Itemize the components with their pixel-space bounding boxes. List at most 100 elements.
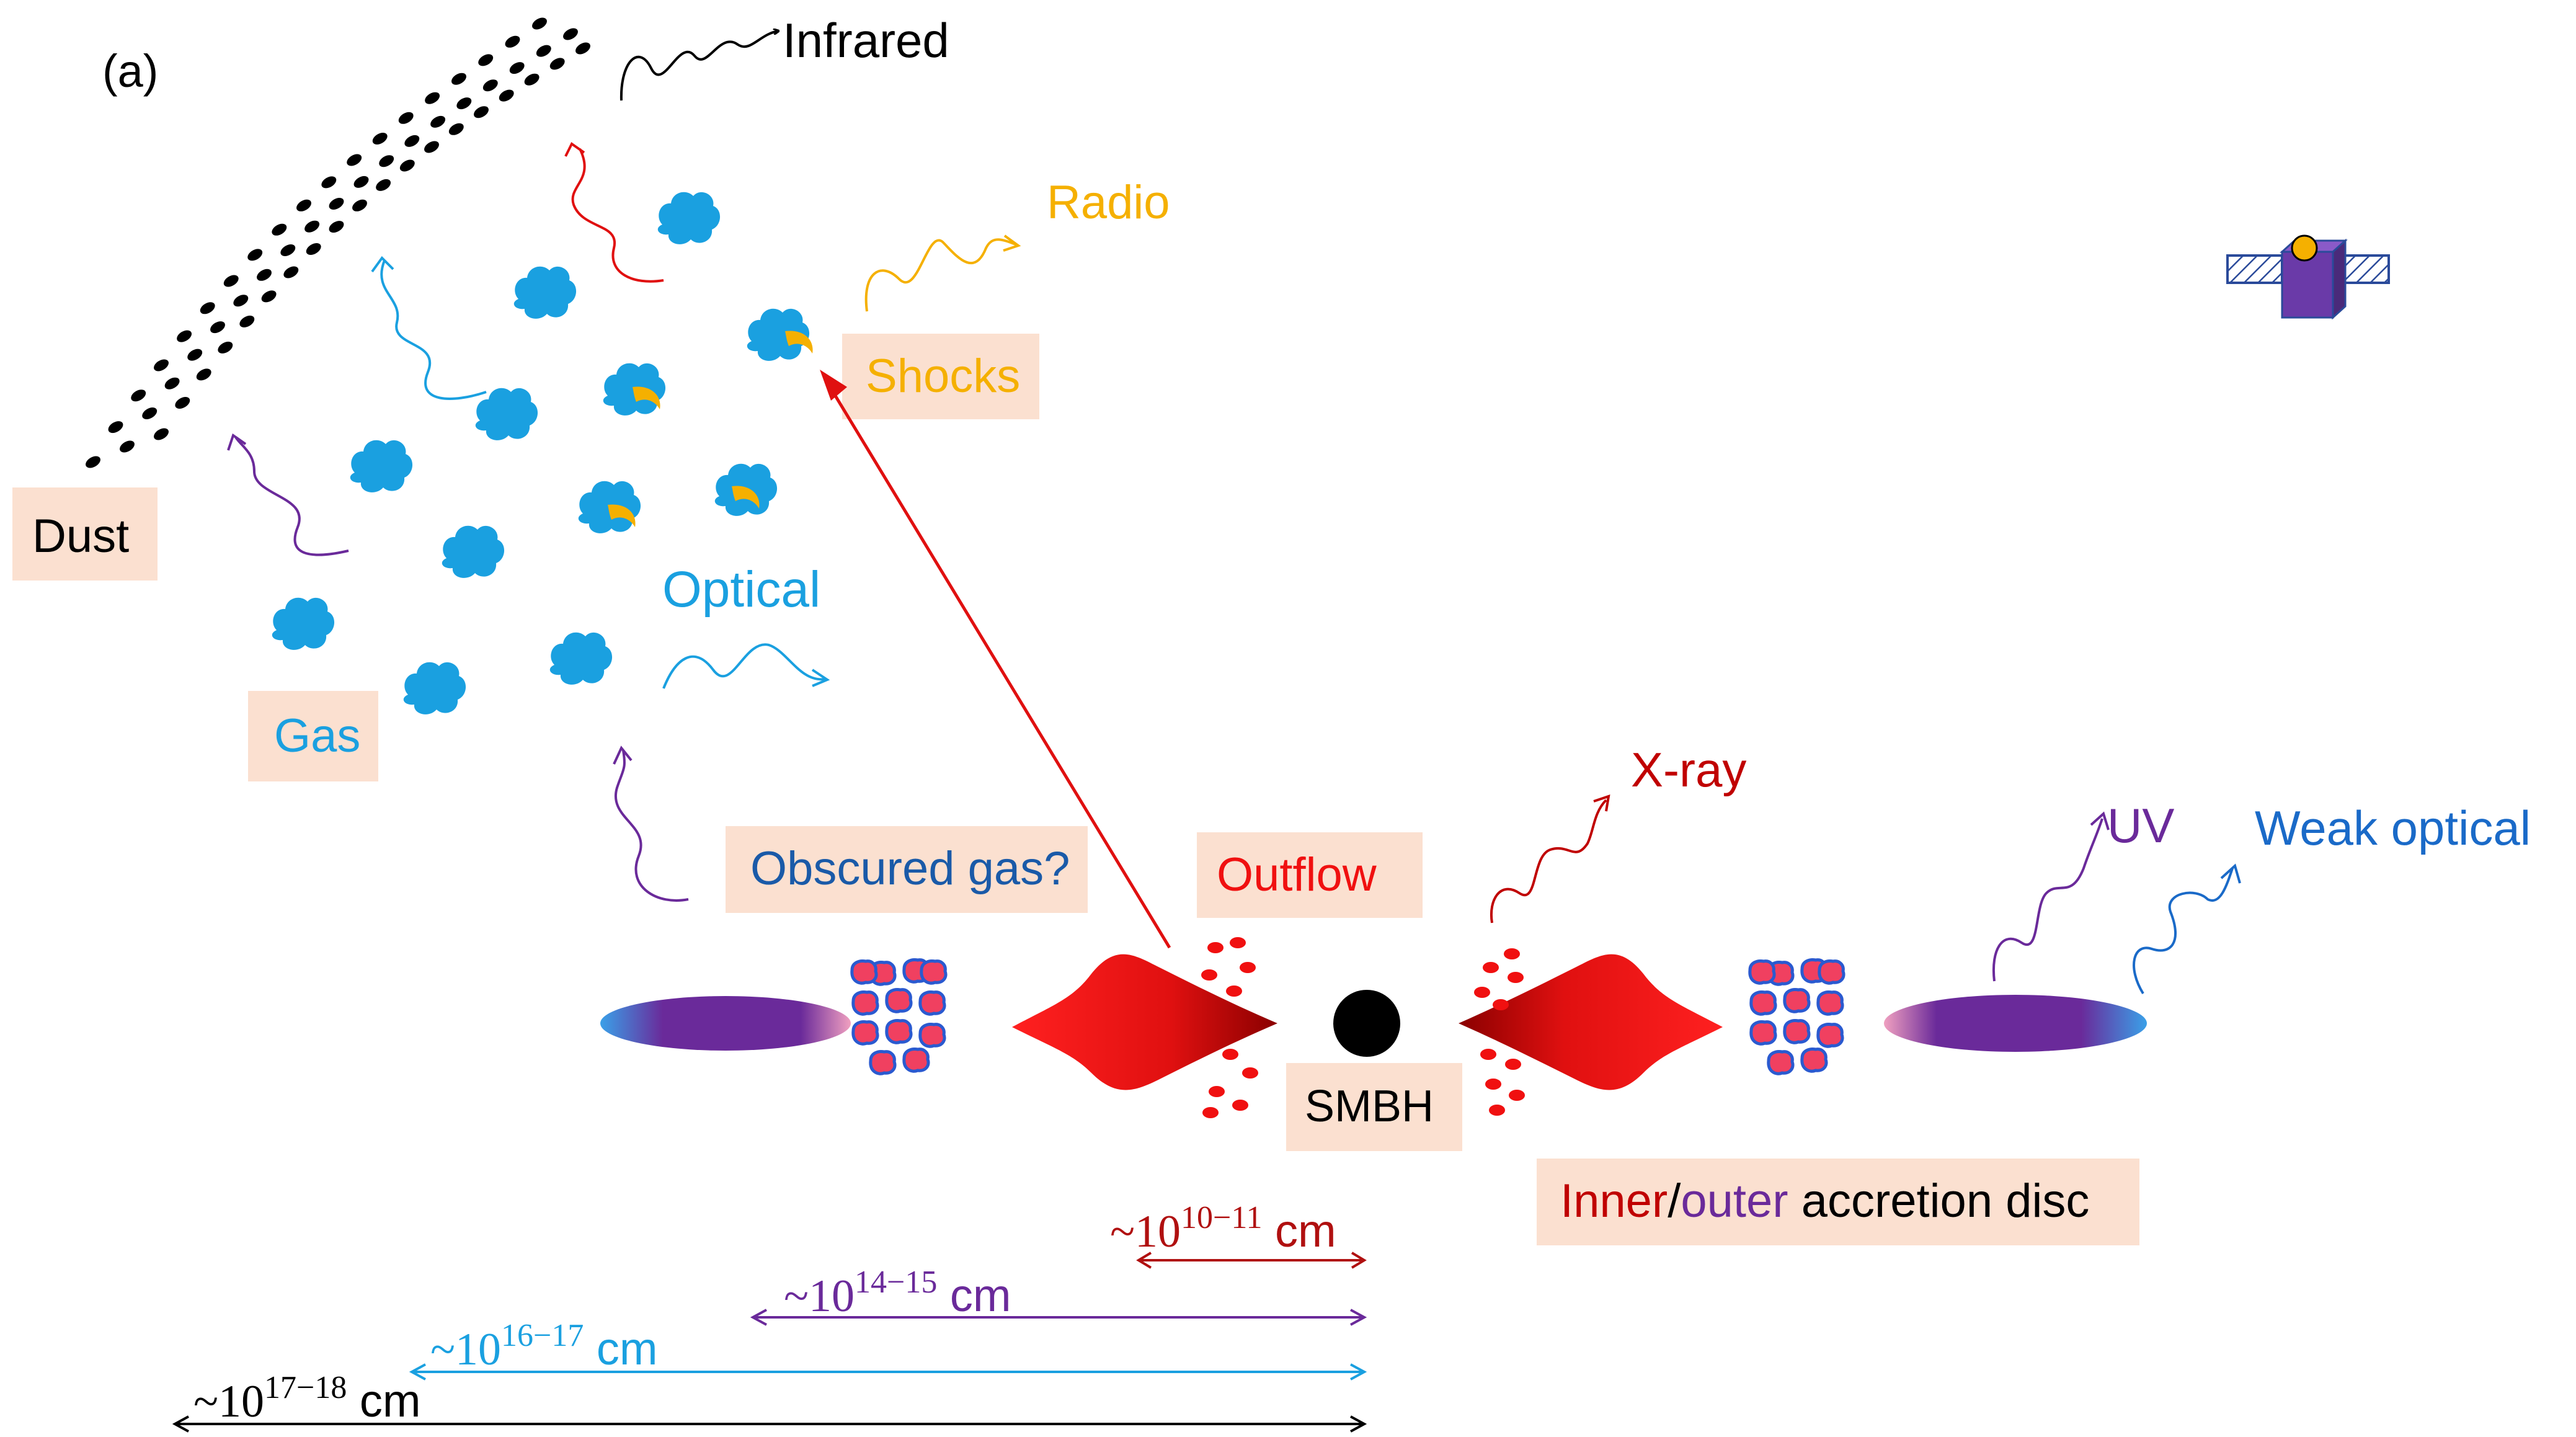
- dust-grain: [398, 112, 414, 124]
- gas-label-box: [248, 691, 378, 781]
- outflow-particle: [1474, 987, 1490, 998]
- outflow-particle: [1493, 999, 1509, 1010]
- outflow-particle: [1485, 1079, 1501, 1090]
- dust-grain: [430, 115, 446, 128]
- gas-clump: [1818, 1025, 1842, 1047]
- dust-grain: [223, 275, 239, 287]
- dust-grain: [524, 73, 540, 86]
- gas-clump: [853, 1022, 877, 1044]
- outflow-particle: [1480, 1049, 1496, 1060]
- outflow-label: Outflow: [1217, 848, 1377, 901]
- dust-grain: [239, 315, 255, 327]
- scale-bars: [172, 1252, 1367, 1433]
- outflow-particle: [1209, 1086, 1225, 1097]
- outflow-label-box: [1197, 832, 1423, 918]
- dust-grain: [478, 54, 494, 66]
- outflow-particle: [1508, 972, 1524, 983]
- outflow-particle: [1505, 1059, 1521, 1070]
- outflow-particle: [1483, 962, 1499, 973]
- dust-label-box: [12, 487, 158, 581]
- dust-grain: [187, 349, 203, 361]
- dust-grain: [505, 35, 520, 48]
- radio-label: Radio: [1047, 176, 1170, 229]
- dust-grain: [247, 249, 263, 261]
- gas-cloud: [403, 662, 466, 714]
- gas-clump: [1785, 1021, 1809, 1043]
- gas-clump: [904, 1049, 928, 1072]
- xray-label: X-ray: [1631, 742, 1746, 797]
- shocks-label: Shocks: [866, 350, 1020, 403]
- dust-grain: [131, 389, 146, 402]
- dust-grain: [177, 330, 192, 342]
- inner-disc-left: [1012, 954, 1277, 1090]
- disc-label-box: [1537, 1159, 2139, 1245]
- dust-grain: [549, 58, 565, 70]
- optical-wave: [662, 643, 825, 689]
- gas-clump: [920, 992, 944, 1015]
- dust-grain: [321, 176, 337, 189]
- obscured-gas-label: Obscured gas?: [750, 842, 1070, 895]
- radio-wave: [864, 238, 1018, 312]
- gas-clump: [887, 1021, 911, 1043]
- weak-optical-wave: [2133, 868, 2234, 995]
- dust-grain: [424, 141, 439, 153]
- gas-cloud: [442, 525, 505, 578]
- outflow-particle: [1232, 1100, 1248, 1111]
- dust-grain: [347, 154, 362, 166]
- dust-grain: [283, 266, 299, 278]
- gas-clump: [887, 990, 911, 1012]
- dust-grain: [233, 295, 249, 307]
- gas-clump: [922, 961, 946, 984]
- gas-cloud: [350, 440, 413, 492]
- shocks-label-box: [842, 334, 1039, 419]
- dust-grain: [532, 17, 547, 30]
- dust-grain: [563, 28, 578, 40]
- scale-label-4: ~1017−18 cm: [193, 1370, 421, 1427]
- dust-grain: [86, 456, 100, 468]
- dust-grain: [210, 321, 225, 334]
- disc-label: Inner/outer accretion disc: [1560, 1175, 2089, 1227]
- outflow-particle: [1230, 937, 1246, 948]
- dust-grain: [379, 155, 394, 167]
- scale-label-1: ~1010−11 cm: [1110, 1200, 1336, 1257]
- gas-clump: [1819, 961, 1844, 984]
- outer-disc-left: [600, 996, 851, 1051]
- dust-grain: [142, 407, 158, 419]
- dust-grain: [196, 368, 211, 381]
- dust-grain: [474, 106, 489, 118]
- dust-grain: [372, 133, 388, 145]
- dust-grain: [456, 97, 472, 110]
- black-hole-icon: [1333, 990, 1400, 1057]
- dust-grain: [280, 244, 296, 256]
- gas-cloud: [549, 632, 613, 685]
- dust-grain: [296, 199, 311, 211]
- dust-grain: [329, 221, 344, 233]
- gas-clump: [1769, 1052, 1793, 1074]
- gas-clouds: [272, 192, 810, 714]
- dust-grain: [272, 223, 287, 236]
- dust-grain: [261, 290, 277, 303]
- gas-clump: [1818, 992, 1842, 1015]
- dust-grain: [218, 341, 233, 354]
- outflow-particle: [1201, 969, 1217, 981]
- gas-clump: [920, 1025, 944, 1047]
- gas-label: Gas: [274, 710, 360, 762]
- xray-wave: [1490, 799, 1607, 923]
- smbh-label: SMBH: [1305, 1082, 1434, 1131]
- gas-wave-upper: [380, 260, 487, 400]
- dust-grain: [120, 440, 135, 453]
- outflow-particle: [1207, 942, 1224, 953]
- red-wave: [571, 148, 664, 283]
- smbh-label-box: [1286, 1063, 1462, 1151]
- outflow-particle: [1202, 1107, 1219, 1118]
- outflow-particle: [1240, 962, 1256, 973]
- scale-label-2: ~1014−15 cm: [784, 1265, 1011, 1322]
- infrared-wave: [620, 31, 778, 101]
- dust-grain: [482, 79, 498, 92]
- dust-grain: [154, 359, 169, 371]
- gas-clump: [1751, 992, 1775, 1015]
- dust-grain: [376, 179, 391, 191]
- disc-label-inner: Inner: [1560, 1175, 1668, 1227]
- panel-label: (a): [102, 45, 158, 97]
